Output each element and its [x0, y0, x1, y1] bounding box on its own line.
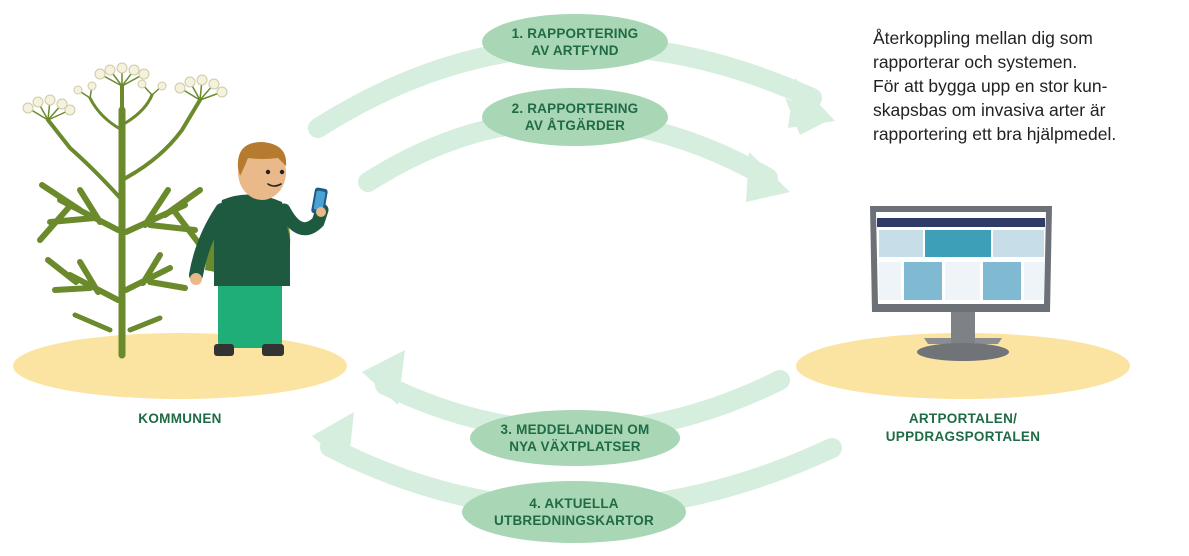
- step-2-pill: 2. RAPPORTERING AV ÅTGÄRDER: [482, 88, 668, 146]
- step-1-pill: 1. RAPPORTERING AV ARTFYND: [482, 14, 668, 70]
- step-4-pill: 4. AKTUELLA UTBREDNINGSKARTOR: [462, 481, 686, 543]
- description-line-5: rapportering ett bra hjälpmedel.: [873, 124, 1117, 144]
- step-4-line1: 4. AKTUELLA: [529, 496, 619, 511]
- description-line-1: Återkoppling mellan dig som: [873, 28, 1093, 48]
- step-3-pill: 3. MEDDELANDEN OM NYA VÄXTPLATSER: [470, 410, 680, 466]
- right-ground: [796, 333, 1130, 399]
- description-text: Återkoppling mellan dig som rapporterar …: [873, 26, 1183, 146]
- arrow-heads: [312, 78, 835, 468]
- monitor-header-bar: [877, 218, 1045, 227]
- arrow-head-3: [362, 350, 405, 405]
- person-illustration: [189, 142, 329, 356]
- step-1-line1: 1. RAPPORTERING: [511, 26, 639, 41]
- right-label-line1: ARTPORTALEN/: [908, 411, 1018, 426]
- arrow-head-2: [746, 152, 790, 202]
- description-line-3: För att bygga upp en stor kun-: [873, 76, 1108, 96]
- plant-flowers: [22, 62, 228, 121]
- right-location-label: ARTPORTALEN/ UPPDRAGSPORTALEN: [848, 410, 1078, 446]
- step-3-line2: NYA VÄXTPLATSER: [509, 439, 641, 454]
- step-1-line2: AV ARTFYND: [531, 43, 619, 58]
- monitor-illustration: [870, 206, 1052, 361]
- right-label-line2: UPPDRAGSPORTALEN: [885, 429, 1041, 444]
- arrow-head-1: [788, 78, 835, 128]
- description-line-4: skapsbas om invasiva arter är: [873, 100, 1106, 120]
- arrow-head-4: [312, 412, 354, 468]
- plant-illustration: [37, 84, 203, 359]
- step-2-line1: 2. RAPPORTERING: [511, 101, 639, 116]
- left-ground: [13, 333, 347, 399]
- step-2-line2: AV ÅTGÄRDER: [524, 118, 626, 133]
- step-3-line1: 3. MEDDELANDEN OM: [500, 422, 650, 437]
- description-line-2: rapporterar och systemen.: [873, 52, 1078, 72]
- left-location-label: KOMMUNEN: [138, 411, 222, 426]
- step-4-line2: UTBREDNINGSKARTOR: [494, 513, 654, 528]
